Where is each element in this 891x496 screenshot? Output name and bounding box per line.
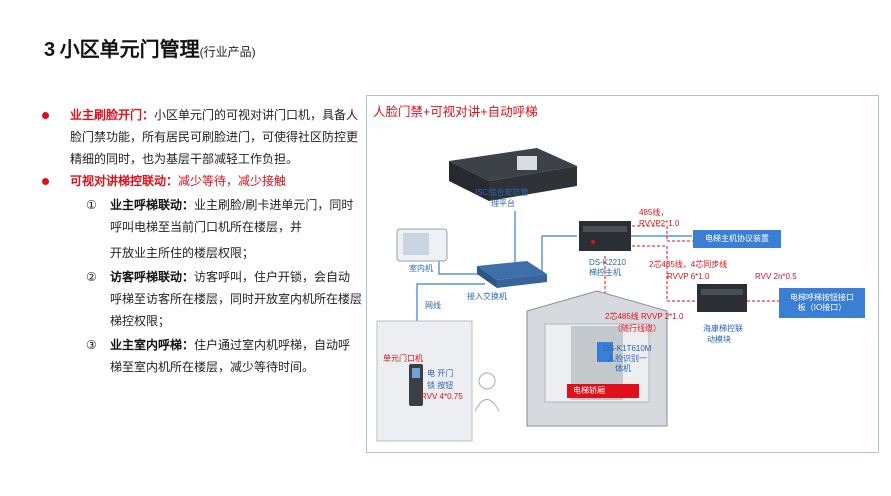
- sub-heading: 业主室内呼梯：: [110, 338, 195, 352]
- description-column: 业主刷脸开门：小区单元门的可视对讲门口机，具备人脸门禁功能，所有居民可刷脸进门，…: [42, 104, 362, 378]
- bullet-heading: 业主刷脸开门：: [70, 108, 155, 122]
- elevator-car-bar: [567, 384, 639, 398]
- face-name-1: 人脸识别一: [607, 354, 647, 363]
- sub-heading: 业主呼梯联动：: [110, 198, 195, 212]
- bullet-elevator-linkage: 可视对讲梯控联动：减少等待，减少接触: [42, 170, 362, 192]
- sub-heading: 访客呼梯联动：: [110, 270, 195, 284]
- door-station-label: 单元门口机: [383, 354, 423, 363]
- lock-label-2: 锁 按钮: [427, 381, 454, 390]
- platform-label-1: ISC综合安防管: [475, 188, 529, 197]
- network-label: 网线: [425, 301, 441, 310]
- sub-item-visitor-call: ② 访客呼梯联动：访客呼叫，住户开锁，会自动呼梯至访客所在楼层，同时开放室内机所…: [42, 266, 362, 332]
- button-box-line1: 电梯呼梯按钮接口: [790, 293, 854, 302]
- bullet-face-unlock: 业主刷脸开门：小区单元门的可视对讲门口机，具备人脸门禁功能，所有居民可刷脸进门，…: [42, 104, 362, 170]
- elevator-illustration: [526, 290, 668, 427]
- elevator-master-icon: [579, 221, 631, 251]
- title-main: 小区单元门管理: [59, 39, 200, 61]
- face-model: DS-K1T610M: [603, 344, 652, 353]
- system-diagram: 人脸门禁+可视对讲+自动呼梯 ISC综合安防管 理平台 室内机 接入交换机 网线…: [366, 95, 879, 453]
- master-model: DS-K2210: [589, 258, 626, 267]
- indoor-label: 室内机: [409, 264, 433, 273]
- wire-lift-label-1: 2芯485线 RVVP 2*1.0: [605, 312, 684, 321]
- button-box-line2: 板（IO接口）: [797, 303, 847, 312]
- bullet-body: 减少等待，减少接触: [178, 174, 287, 188]
- face-terminal-screen: [597, 342, 613, 362]
- wire-indoor-switch: [438, 258, 485, 275]
- elevator-car-label: 电梯轿厢: [573, 386, 605, 395]
- network-wires: [416, 211, 692, 324]
- bullet-body: 小区单元门的可视对讲门口机，具备人脸门禁功能，所有居民可刷脸进门，可使得社区防控…: [70, 108, 359, 166]
- sub-body: 访客呼叫，住户开锁，会自动呼梯至访客所在楼层，同时开放室内机所在楼层梯控权限；: [110, 270, 363, 328]
- protocol-box: 电梯主机协议装置: [693, 230, 781, 248]
- sub-item-owner-call: ① 业主呼梯联动：业主刷脸/刷卡进单元门，同时呼叫电梯至当前门口机所在楼层，并: [42, 194, 362, 238]
- bullet-heading: 可视对讲梯控联动：: [70, 174, 179, 188]
- sub-marker: ①: [86, 198, 97, 212]
- bullet-dot-icon: [42, 112, 49, 119]
- wire-lift-label-2: （随行线缆）: [613, 324, 661, 333]
- lock-label-1: 电 开门: [427, 369, 454, 378]
- sub-item-owner-call-cont: 开放业主所住的楼层权限；: [42, 242, 362, 264]
- indoor-monitor-icon: [396, 228, 448, 262]
- sub-body-cont: 开放业主所住的楼层权限；: [110, 246, 255, 260]
- wire-485-top: [632, 225, 697, 242]
- elevator-slave-icon: [697, 284, 747, 312]
- diagram-graphics: [376, 148, 779, 442]
- wire-switch-door: [416, 283, 485, 324]
- wire-switch-master: [541, 235, 577, 272]
- lock-wire-label: RVV 4*0.75: [421, 392, 463, 401]
- title-number: 3: [44, 39, 56, 61]
- button-interface-box: 电梯呼梯按钮接口 板（IO接口）: [779, 288, 865, 318]
- sub-marker: ③: [86, 338, 97, 352]
- bullet-dot-icon: [42, 178, 49, 185]
- sub-item-indoor-call: ③ 业主室内呼梯：住户通过室内机呼梯，自动呼梯至室内机所在楼层，减少等待时间。: [42, 334, 362, 378]
- switch-label: 接入交换机: [467, 292, 507, 301]
- wire-485-label-1: 485线，: [639, 208, 669, 217]
- sub-body: 住户通过室内机呼梯，自动呼梯至室内机所在楼层，减少等待时间。: [110, 338, 351, 374]
- face-name-2: 体机: [615, 364, 631, 373]
- slave-name-2: 动模块: [707, 335, 731, 344]
- person-icon: [478, 372, 496, 390]
- wire-rvvp6-label: RVVP 6*1.0: [667, 272, 710, 281]
- slave-name-1: 海康梯控联: [703, 324, 743, 333]
- access-switch-icon: [477, 261, 547, 288]
- sub-body: 业主刷脸/刷卡进单元门，同时呼叫电梯至当前门口机所在楼层，并: [110, 198, 354, 234]
- server-platform-icon: [449, 148, 577, 201]
- wire-rvv2n-label: RVV 2n*0.5: [755, 272, 797, 281]
- building-entrance: [376, 320, 500, 442]
- wire-mid-label: 2芯485线，4芯同步线: [649, 260, 728, 269]
- sub-marker: ②: [86, 270, 97, 284]
- wire-485-mid: [632, 245, 697, 302]
- wire-485-label-2: RVVP2*1.0: [639, 219, 680, 228]
- master-name: 梯控主机: [589, 268, 621, 277]
- page-title: 3 小区单元门管理(行业产品): [44, 33, 256, 62]
- diagram-title: 人脸门禁+可视对讲+自动呼梯: [373, 105, 538, 119]
- title-sub: (行业产品): [199, 45, 256, 59]
- platform-label-2: 理平台: [491, 199, 515, 208]
